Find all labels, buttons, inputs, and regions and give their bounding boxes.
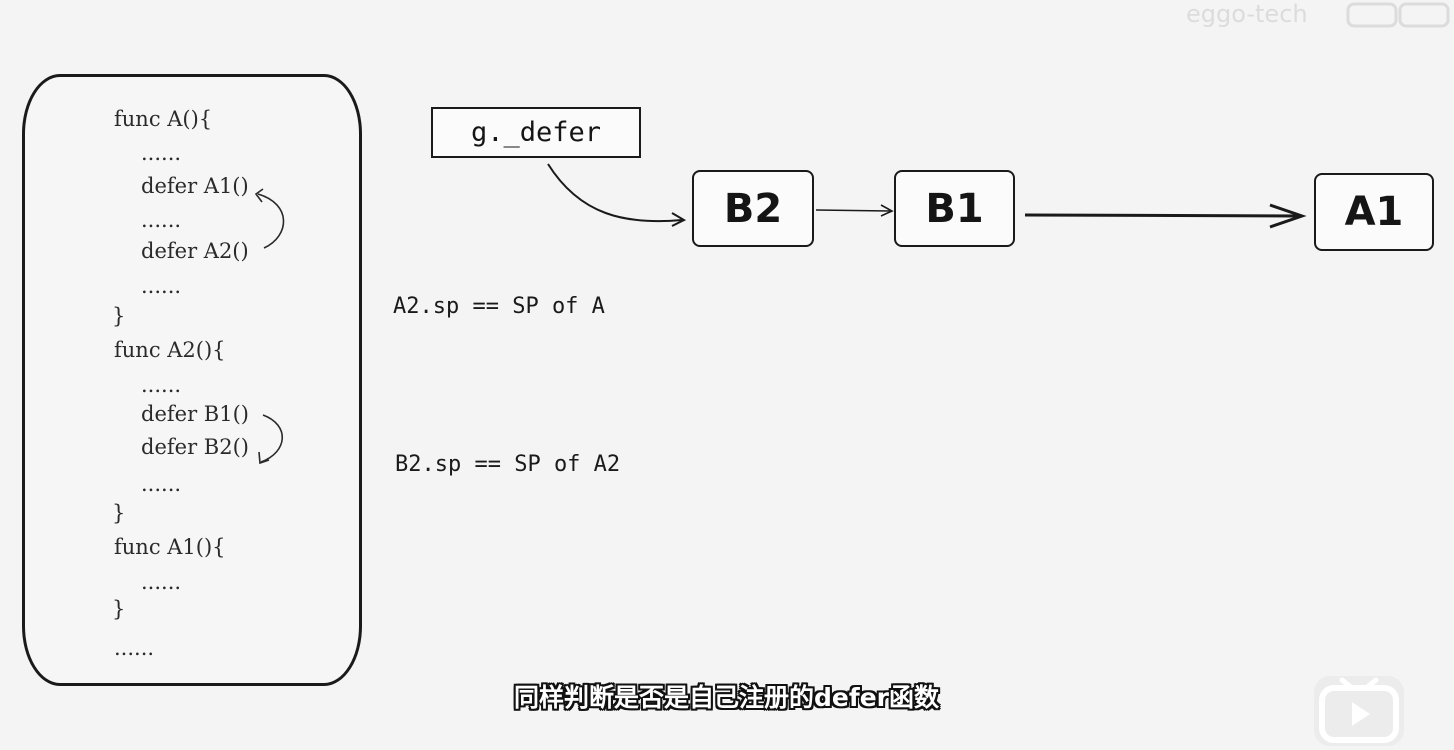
node-label: B1	[925, 185, 984, 232]
code-line-close-brace: }	[112, 597, 126, 621]
video-subtitle: 同样判断是否是自己注册的defer函数	[514, 683, 940, 712]
node-label: B2	[723, 185, 783, 232]
play-button[interactable]	[1314, 676, 1404, 746]
code-line-close-brace: }	[112, 501, 126, 525]
curved-arrow-gdefer-to-b2	[547, 163, 683, 223]
code-line-defer-a2: defer A2()	[141, 239, 249, 263]
code-line-defer-b2: defer B2()	[141, 435, 249, 459]
code-line-close-brace: }	[112, 304, 126, 328]
defer-node-b2: B2	[692, 170, 814, 247]
code-line-ellipsis: ......	[141, 570, 182, 594]
code-line-ellipsis: ......	[141, 472, 182, 496]
code-line-func-a1: func A1(){	[114, 535, 226, 559]
code-line-func-a2: func A2(){	[114, 338, 226, 362]
code-line-ellipsis: ......	[114, 636, 155, 660]
curved-arrow-icon	[260, 414, 284, 463]
code-line-ellipsis: ......	[141, 141, 182, 165]
defer-node-b1: B1	[894, 170, 1015, 247]
play-icon	[1319, 677, 1399, 743]
bilibili-logo	[1346, 2, 1450, 28]
arrow-b1-to-a1	[1024, 213, 1301, 218]
code-line-defer-b1: defer B1()	[141, 402, 249, 426]
g-defer-box: g._defer	[431, 107, 641, 158]
code-line-defer-a1: defer A1()	[141, 174, 249, 198]
note-b2-sp: B2.sp == SP of A2	[395, 452, 621, 477]
node-label: A1	[1344, 189, 1404, 235]
note-a2-sp: A2.sp == SP of A	[393, 294, 605, 319]
arrowhead	[1269, 203, 1307, 229]
code-line-ellipsis: ......	[141, 208, 182, 232]
watermark-text: eggo-tech	[1186, 0, 1308, 28]
code-line-func-a: func A(){	[114, 107, 213, 131]
defer-node-a1: A1	[1314, 173, 1434, 251]
code-panel	[22, 74, 362, 686]
code-line-ellipsis: ......	[141, 373, 182, 397]
arrowhead	[258, 451, 270, 465]
arrowhead	[671, 212, 687, 227]
curved-arrow-icon	[257, 193, 285, 249]
code-line-ellipsis: ......	[141, 274, 182, 298]
arrowhead	[880, 204, 894, 217]
arrowhead	[254, 188, 264, 203]
g-defer-label: g._defer	[470, 117, 602, 148]
arrow-b2-to-b1	[815, 209, 891, 212]
